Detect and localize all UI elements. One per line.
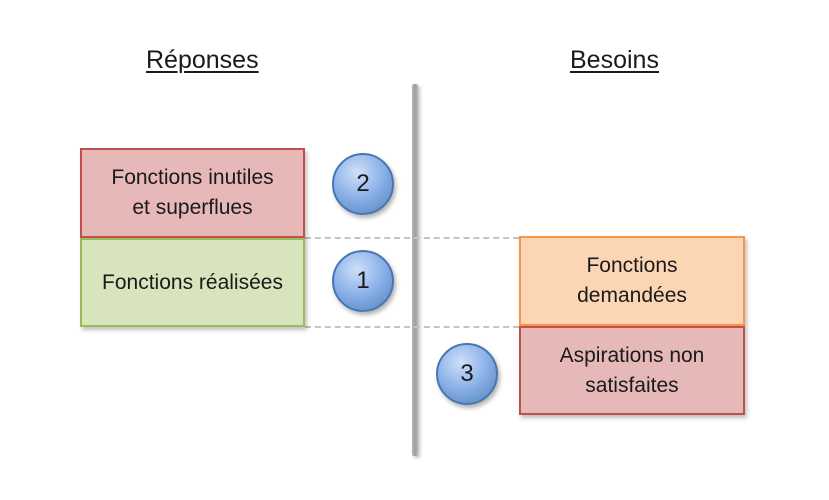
unmet-aspirations-box: Aspirations non satisfaites xyxy=(519,326,745,415)
marker-1: 1 xyxy=(332,250,394,312)
superfluous-functions-line2: et superflues xyxy=(132,196,253,219)
superfluous-functions-line1: Fonctions inutiles xyxy=(111,166,274,189)
lower-dashed-line xyxy=(305,326,519,328)
requested-functions-box: Fonctions demandées xyxy=(519,236,745,326)
realized-functions-box: Fonctions réalisées xyxy=(80,238,305,327)
center-divider xyxy=(412,84,418,456)
superfluous-functions-box: Fonctions inutiles et superflues xyxy=(80,148,305,238)
unmet-aspirations-line1: Aspirations non xyxy=(559,343,705,367)
marker-3: 3 xyxy=(436,343,498,405)
responses-heading: Réponses xyxy=(146,46,259,74)
marker-2: 2 xyxy=(332,153,394,215)
unmet-aspirations-line2: satisfaites xyxy=(585,373,679,397)
realized-functions-label: Fonctions réalisées xyxy=(102,270,283,294)
requested-functions-line2: demandées xyxy=(577,284,687,307)
upper-dashed-line xyxy=(305,237,519,239)
requested-functions-line1: Fonctions xyxy=(586,254,678,277)
needs-heading: Besoins xyxy=(570,46,659,74)
